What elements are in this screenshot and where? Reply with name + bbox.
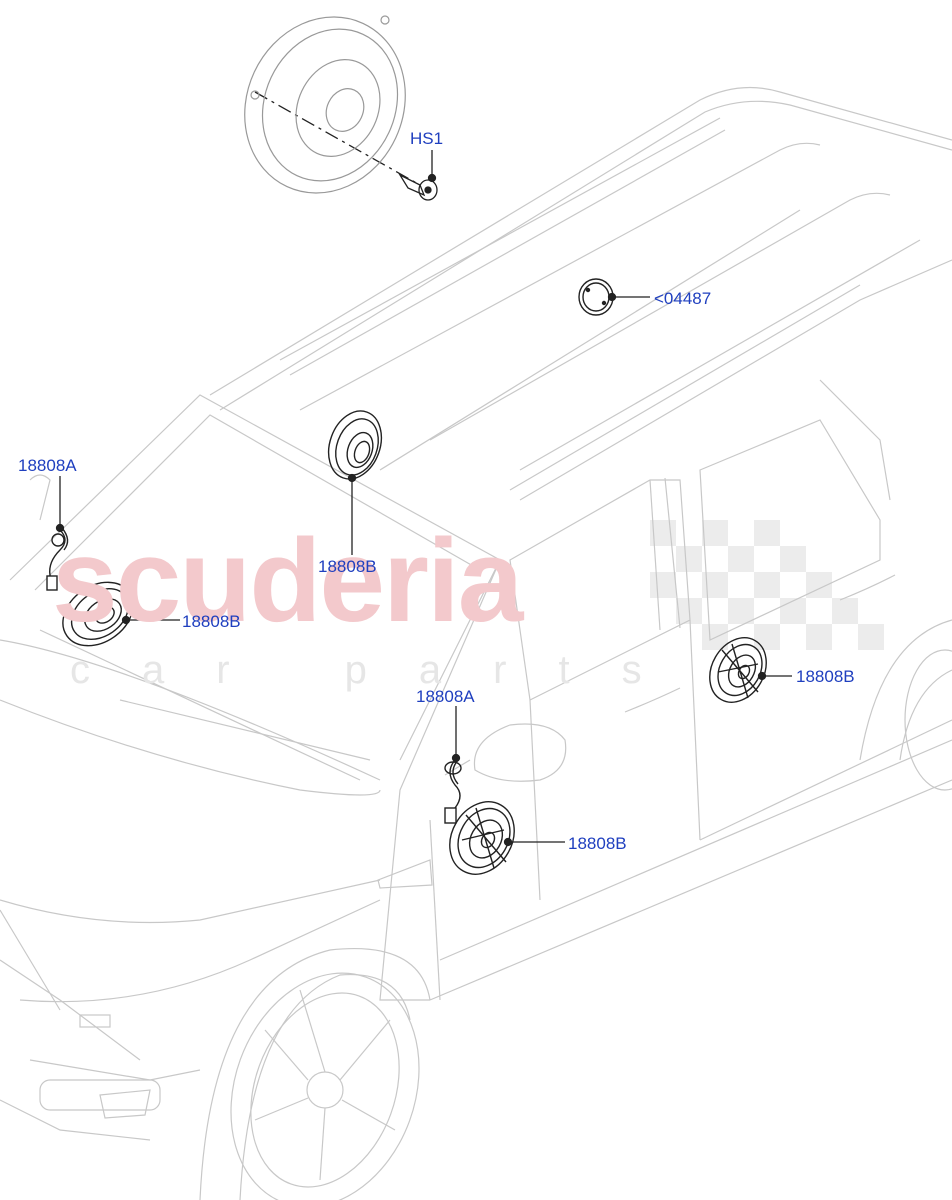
watermark-brand: scuderia <box>52 515 523 647</box>
exploded-speaker-drawing <box>244 15 406 194</box>
rear-door-speaker-part <box>709 637 767 703</box>
callout-18808a-front-left[interactable]: 18808A <box>18 456 77 475</box>
tweeter-left-part <box>62 581 134 647</box>
screw-part <box>398 173 438 201</box>
callout-18808a-mirror[interactable]: 18808A <box>416 687 475 706</box>
callout-04487[interactable]: <04487 <box>654 289 712 308</box>
checkered-flag-watermark <box>650 520 884 650</box>
tweeter-center-part <box>327 410 383 480</box>
leader-lines <box>55 150 792 847</box>
callout-18808b-front-door[interactable]: 18808B <box>568 834 627 853</box>
harness-mirror-part <box>444 759 462 824</box>
callout-hs1[interactable]: HS1 <box>410 129 444 148</box>
callout-18808b-dash-left[interactable]: 18808B <box>182 612 241 631</box>
assembly-axis-line <box>254 91 421 186</box>
callout-18808b-dash-center[interactable]: 18808B <box>318 557 377 576</box>
vehicle-outline <box>0 86 952 1200</box>
front-door-speaker-part <box>449 801 515 875</box>
callout-18808b-rear-door[interactable]: 18808B <box>796 667 855 686</box>
watermark-tagline: car parts <box>70 648 694 692</box>
